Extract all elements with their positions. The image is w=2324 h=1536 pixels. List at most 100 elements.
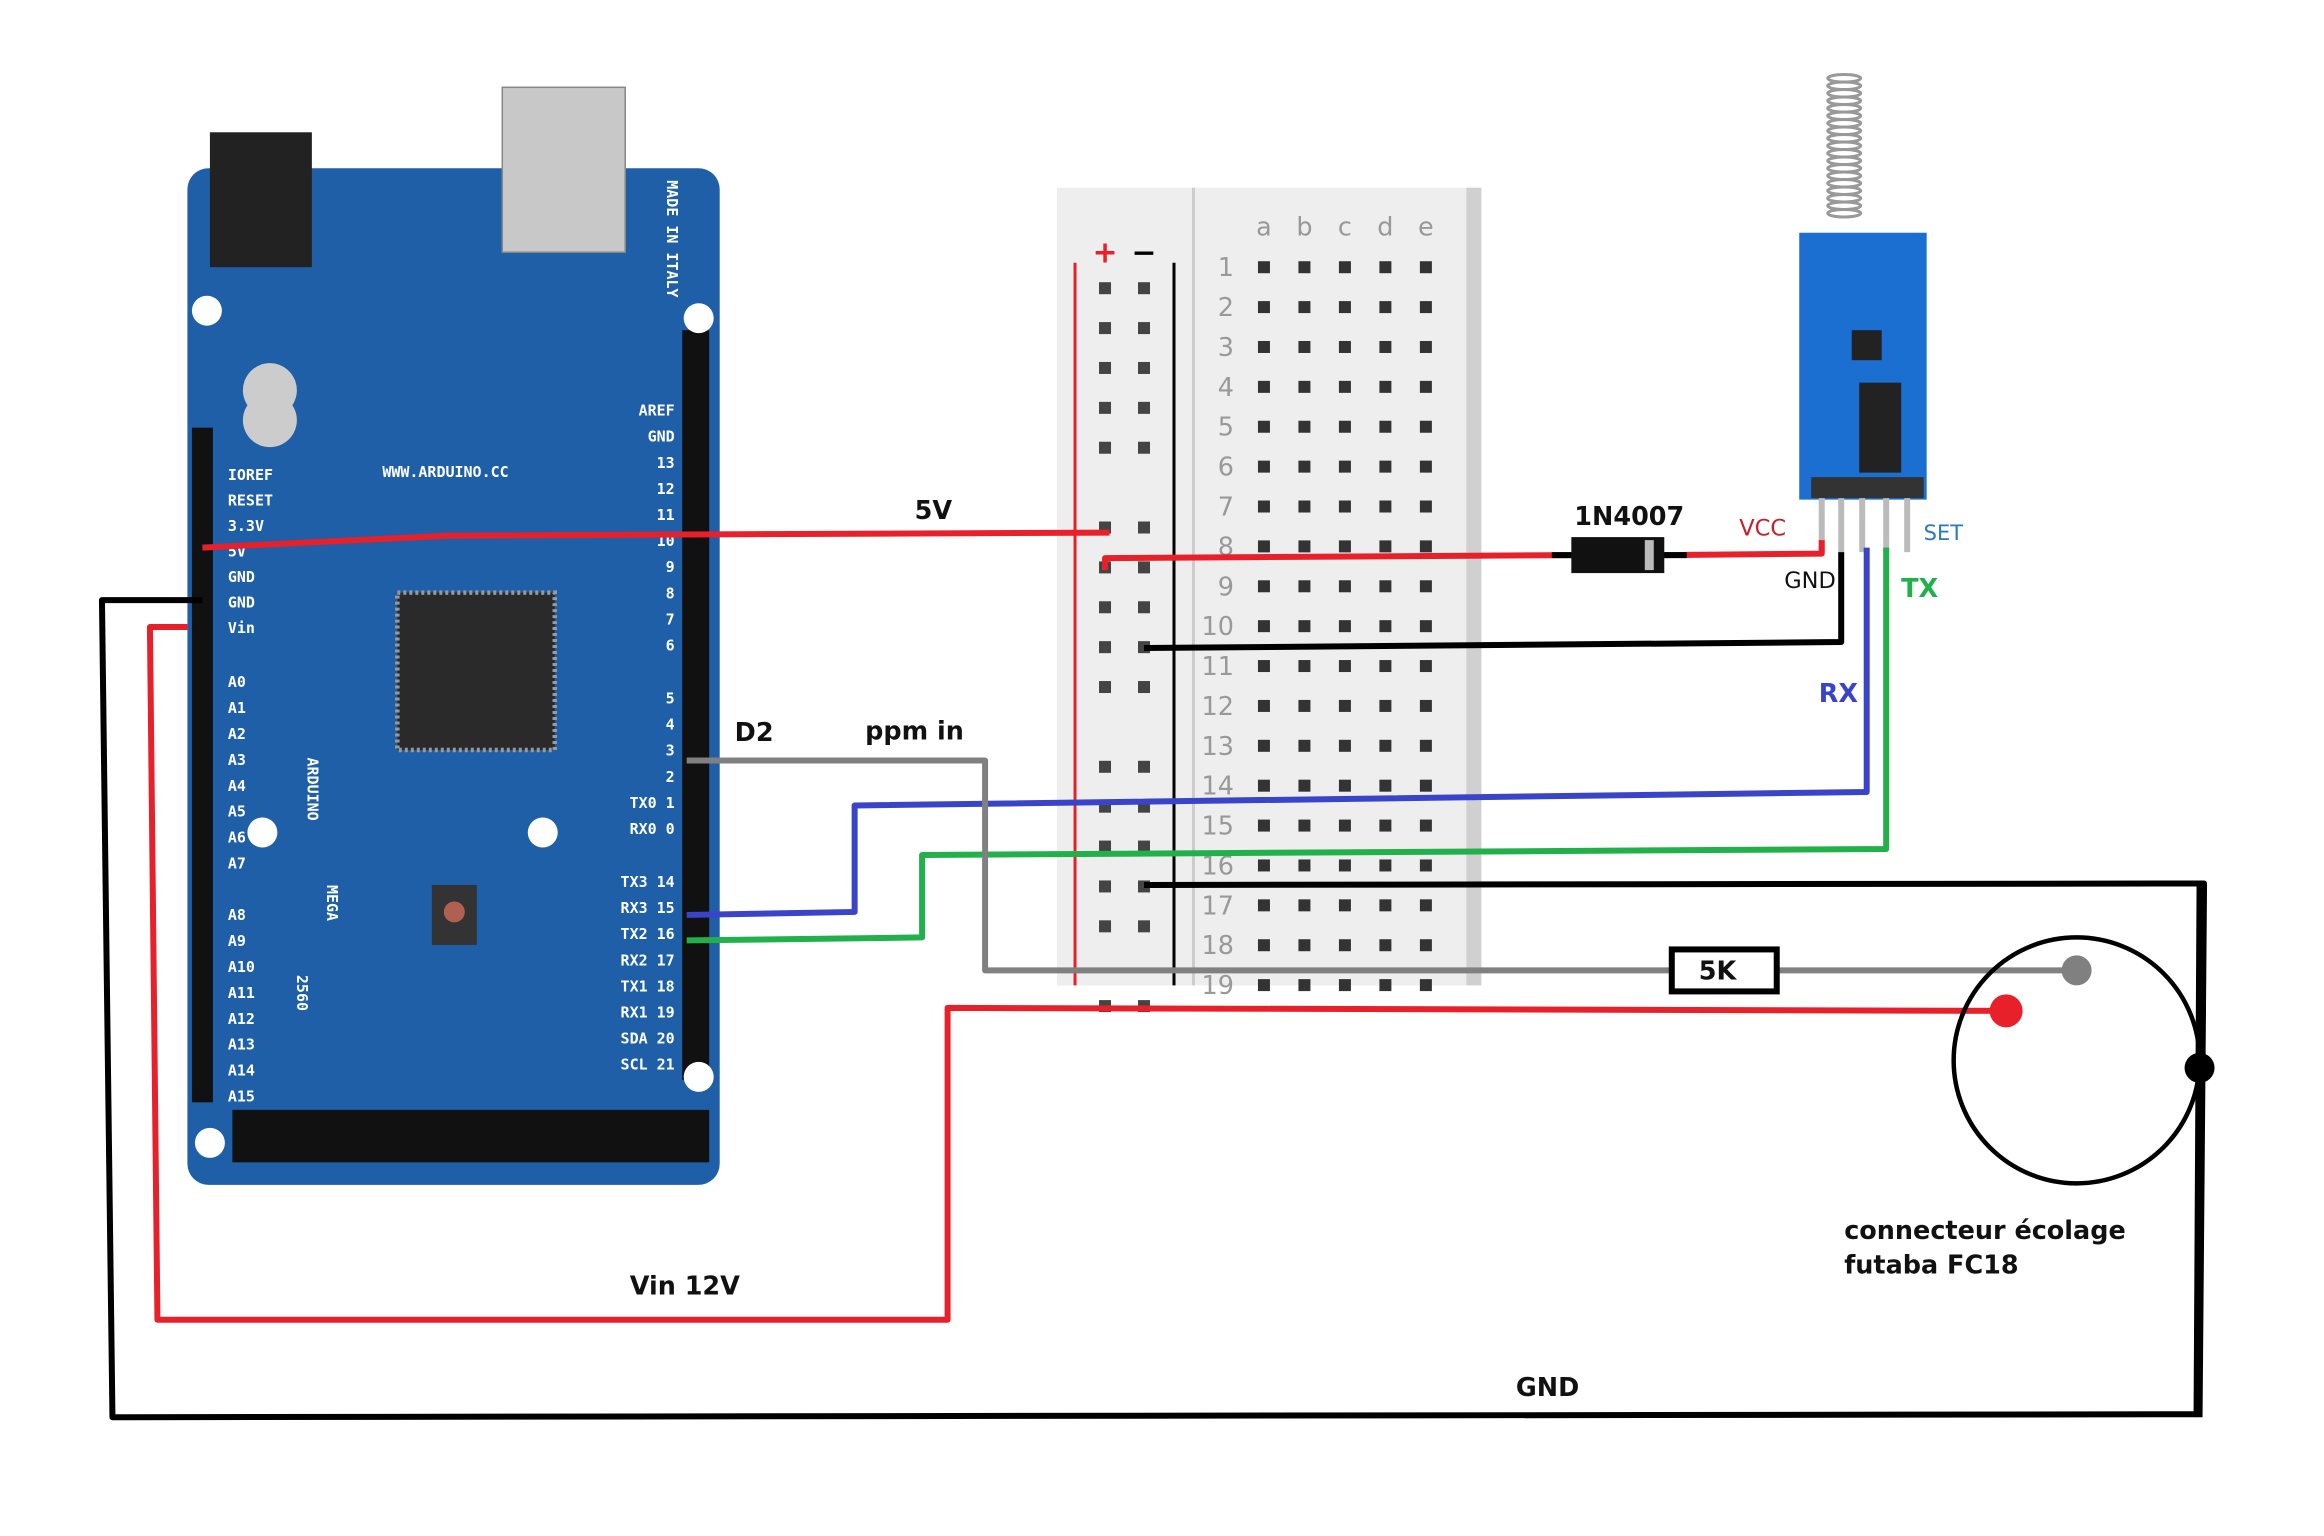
board-pin-label: 5 (666, 690, 675, 708)
rail-hole (1099, 760, 1112, 773)
board-pin-label: 12 (657, 480, 675, 498)
breadboard-hole (1257, 899, 1270, 912)
breadboard-hole (1379, 819, 1392, 832)
rail-hole (1099, 521, 1112, 534)
breadboard-hole (1298, 699, 1311, 712)
breadboard-hole (1257, 500, 1270, 513)
breadboard-hole (1338, 739, 1351, 752)
label-rx: RX (1819, 679, 1859, 709)
row-label: 18 (1202, 931, 1234, 961)
wire-gnd-rail (1144, 880, 2208, 1418)
breadboard-hole (1419, 979, 1432, 992)
breadboard-hole (1338, 779, 1351, 792)
breadboard-hole (1338, 380, 1351, 393)
rail-hole (1138, 760, 1151, 773)
arduino-mega-board: ARDUINO MEGA 2560 MADE IN ITALY WWW.ARDU… (187, 86, 720, 1185)
breadboard-hole (1419, 859, 1432, 872)
board-pin-label: 8 (666, 584, 675, 602)
board-pin-label: A0 (228, 673, 246, 691)
breadboard-hole (1338, 979, 1351, 992)
breadboard-hole (1298, 660, 1311, 673)
board-pin-label: A11 (228, 984, 255, 1002)
board-pin-label: A2 (228, 725, 246, 743)
breadboard-hole (1257, 580, 1270, 593)
row-label: 11 (1202, 652, 1234, 682)
breadboard-hole (1419, 939, 1432, 952)
board-pin-label: 3.3V (228, 517, 264, 535)
breadboard-hole (1257, 819, 1270, 832)
breadboard-hole (1298, 859, 1311, 872)
wire-ppm (686, 757, 1672, 974)
board-pin-label: A4 (228, 777, 246, 795)
board-pin-label: A13 (228, 1036, 255, 1054)
breadboard-hole (1257, 340, 1270, 353)
label-vcc: VCC (1739, 516, 1786, 542)
breadboard-hole (1379, 739, 1392, 752)
rail-hole (1099, 441, 1112, 454)
breadboard-hole (1298, 420, 1311, 433)
rail-hole (1099, 401, 1112, 414)
breadboard-hole (1298, 620, 1311, 633)
breadboard-hole (1338, 460, 1351, 473)
breadboard-hole (1298, 819, 1311, 832)
row-label: 3 (1218, 333, 1234, 363)
board-pin-label: A8 (228, 906, 246, 924)
diode-1n4007 (1551, 537, 1687, 574)
breadboard-hole (1419, 340, 1432, 353)
board-pin-label: A14 (228, 1062, 255, 1080)
wire-tx (686, 547, 1890, 944)
label-resistor: 5K (1699, 956, 1738, 986)
rail-hole (1099, 361, 1112, 374)
row-label: 1 (1218, 253, 1234, 283)
breadboard-hole (1257, 739, 1270, 752)
breadboard-hole (1298, 460, 1311, 473)
row-label: 6 (1218, 453, 1234, 483)
board-pin-label: RX2 17 (621, 951, 675, 969)
minus-rail-label: − (1131, 236, 1156, 271)
breadboard-hole (1419, 460, 1432, 473)
breadboard-hole (1379, 699, 1392, 712)
label-ppm-in: ppm in (865, 717, 964, 747)
label-gnd: GND (1516, 1373, 1579, 1403)
breadboard-hole (1419, 660, 1432, 673)
breadboard-hole (1257, 699, 1270, 712)
breadboard-hole (1338, 939, 1351, 952)
rail-hole (1138, 840, 1151, 853)
breadboard-hole (1298, 939, 1311, 952)
breadboard-hole (1257, 420, 1270, 433)
breadboard-hole (1419, 819, 1432, 832)
wire-vin (146, 624, 2007, 1323)
breadboard-hole (1257, 380, 1270, 393)
board-pin-label: 2 (666, 768, 675, 786)
breadboard-hole (1379, 620, 1392, 633)
breadboard-hole (1338, 859, 1351, 872)
label-tx: TX (1901, 574, 1938, 604)
breadboard-hole (1338, 261, 1351, 274)
plus-rail-label: + (1092, 236, 1117, 271)
breadboard-hole (1298, 380, 1311, 393)
label-connector-1: connecteur écolage (1844, 1216, 2126, 1246)
breadboard-hole (1419, 899, 1432, 912)
board-pin-label: A10 (228, 958, 255, 976)
breadboard-hole (1379, 779, 1392, 792)
breadboard-hole (1257, 540, 1270, 553)
breadboard-hole (1298, 261, 1311, 274)
antenna-spring (1826, 73, 1863, 219)
board-pin-label: 3 (666, 742, 675, 760)
breadboard-hole (1379, 301, 1392, 314)
wire-5v (202, 529, 1110, 551)
breadboard-hole (1419, 540, 1432, 553)
breadboard-hole (1338, 540, 1351, 553)
breadboard-hole (1338, 301, 1351, 314)
rail-hole (1138, 800, 1151, 813)
breadboard-hole (1419, 699, 1432, 712)
breadboard-hole (1257, 301, 1270, 314)
board-pin-label: A9 (228, 932, 246, 950)
breadboard-hole (1338, 660, 1351, 673)
breadboard-hole (1338, 420, 1351, 433)
row-label: 14 (1202, 772, 1234, 802)
board-site: WWW.ARDUINO.CC (382, 463, 508, 481)
board-made: MADE IN ITALY (663, 180, 681, 297)
breadboard-hole (1379, 660, 1392, 673)
row-label: 9 (1218, 572, 1234, 602)
